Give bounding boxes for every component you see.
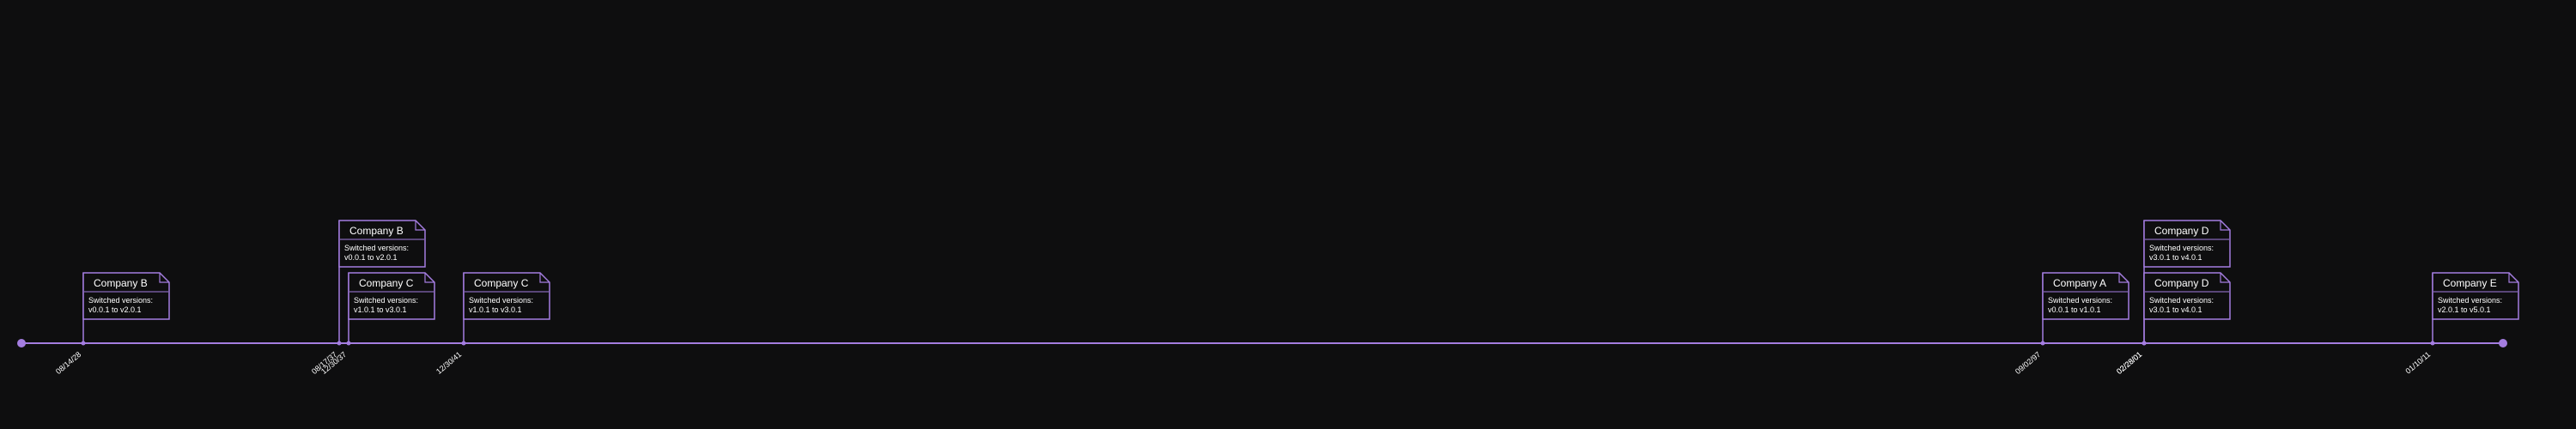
event-point xyxy=(346,341,351,346)
event-card xyxy=(2042,272,2129,320)
event-date-label: 01/10/11 xyxy=(2404,350,2433,376)
card-fold-corner xyxy=(2220,221,2230,231)
card-fold-corner xyxy=(2118,273,2129,283)
card-fold-corner xyxy=(159,273,169,283)
event-7: Company D Switched versions:v3.0.1 to v4.… xyxy=(2115,272,2231,376)
event-point xyxy=(337,341,342,346)
event-point xyxy=(81,341,86,346)
event-company: Company C xyxy=(474,277,529,289)
event-date-label: 09/02/97 xyxy=(2014,350,2042,376)
event-card xyxy=(2143,220,2231,268)
event-card xyxy=(463,272,550,320)
event-card xyxy=(348,272,435,320)
event-description-line: v1.0.1 to v3.0.1 xyxy=(469,305,522,314)
timeline-end-marker xyxy=(2499,339,2507,347)
event-card xyxy=(2143,272,2231,320)
event-description-line: v1.0.1 to v3.0.1 xyxy=(354,305,407,314)
card-fold-corner xyxy=(415,221,425,231)
timeline-start-marker xyxy=(17,339,26,347)
event-5: Company A Switched versions:v0.0.1 to v1.… xyxy=(2014,272,2129,376)
card-fold-corner xyxy=(2220,273,2230,283)
event-4: Company C Switched versions:v1.0.1 to v3.… xyxy=(434,272,550,376)
event-description-line: Switched versions: xyxy=(354,296,418,305)
event-company: Company D xyxy=(2154,225,2209,237)
event-description-line: Switched versions: xyxy=(2048,296,2112,305)
event-date-label: 02/28/01 xyxy=(2115,350,2143,376)
event-point xyxy=(461,341,466,346)
event-card xyxy=(338,220,426,268)
event-description-line: v2.0.1 to v5.0.1 xyxy=(2438,305,2491,314)
event-description-line: Switched versions: xyxy=(2149,244,2214,252)
event-description-line: Switched versions: xyxy=(469,296,533,305)
event-description-line: Switched versions: xyxy=(2438,296,2502,305)
event-description-line: Switched versions: xyxy=(2149,296,2214,305)
event-description-line: v0.0.1 to v2.0.1 xyxy=(344,253,398,262)
event-company: Company C xyxy=(359,277,414,289)
event-company: Company B xyxy=(349,225,404,237)
event-company: Company D xyxy=(2154,277,2209,289)
event-point xyxy=(2040,341,2045,346)
event-company: Company E xyxy=(2443,277,2497,289)
card-fold-corner xyxy=(2508,273,2518,283)
event-8: Company E Switched versions:v2.0.1 to v5.… xyxy=(2404,272,2519,376)
event-3: Company C Switched versions:v1.0.1 to v3.… xyxy=(319,272,435,376)
event-description-line: v0.0.1 to v1.0.1 xyxy=(2048,305,2101,314)
event-card xyxy=(82,272,170,320)
event-description-line: v3.0.1 to v4.0.1 xyxy=(2149,253,2202,262)
event-description-line: v3.0.1 to v4.0.1 xyxy=(2149,305,2202,314)
event-company: Company A xyxy=(2053,277,2106,289)
event-date-label: 12/30/41 xyxy=(434,350,463,376)
event-1: Company B Switched versions:v0.0.1 to v2.… xyxy=(54,272,170,376)
card-fold-corner xyxy=(424,273,434,283)
event-description-line: Switched versions: xyxy=(88,296,153,305)
event-point xyxy=(2142,341,2147,346)
event-point xyxy=(2430,341,2435,346)
card-fold-corner xyxy=(539,273,550,283)
event-description-line: Switched versions: xyxy=(344,244,409,252)
event-card xyxy=(2432,272,2519,320)
event-description-line: v0.0.1 to v2.0.1 xyxy=(88,305,142,314)
event-company: Company B xyxy=(94,277,148,289)
event-date-label: 08/14/28 xyxy=(54,350,82,376)
